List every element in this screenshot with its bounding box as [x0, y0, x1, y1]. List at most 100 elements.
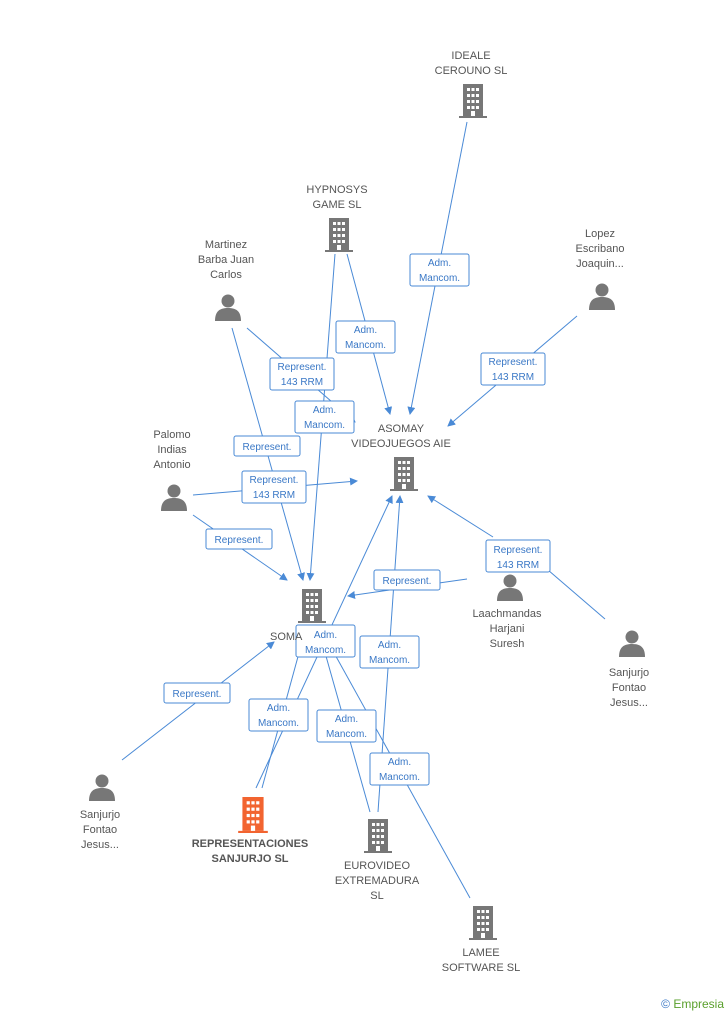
node-label: Carlos: [210, 269, 242, 281]
node-label: Sanjurjo: [609, 667, 649, 679]
svg-text:143 RRM: 143 RRM: [281, 377, 323, 388]
node-label: IDEALE: [451, 50, 490, 62]
svg-text:Adm.: Adm.: [428, 258, 451, 269]
person-icon: [619, 630, 645, 657]
svg-text:Adm.: Adm.: [267, 703, 290, 714]
svg-text:Represent.: Represent.: [278, 362, 327, 373]
svg-text:Mancom.: Mancom.: [419, 273, 460, 284]
node-label: Joaquin...: [576, 258, 624, 270]
svg-text:Adm.: Adm.: [335, 714, 358, 725]
svg-text:Mancom.: Mancom.: [345, 340, 386, 351]
node-label: Sanjurjo: [80, 809, 120, 821]
edge-label-e8: Represent.: [205, 528, 273, 550]
edge-line: [547, 569, 606, 620]
edge-line: [427, 495, 494, 538]
svg-text:Represent.: Represent.: [383, 576, 432, 587]
svg-text:Mancom.: Mancom.: [304, 420, 345, 431]
node-label: LAMEE: [462, 947, 499, 959]
svg-text:Adm.: Adm.: [388, 757, 411, 768]
brand-credit: © Empresia: [661, 997, 724, 1011]
node-label: EXTREMADURA: [335, 875, 420, 887]
node-label: Suresh: [490, 638, 525, 650]
node-label: REPRESENTACIONES: [192, 838, 309, 850]
svg-text:Mancom.: Mancom.: [369, 655, 410, 666]
node-lamee-software[interactable]: LAMEE SOFTWARE SL: [442, 906, 520, 974]
svg-text:143 RRM: 143 RRM: [497, 560, 539, 571]
building-icon: [390, 457, 418, 491]
person-icon: [497, 574, 523, 601]
node-label: Harjani: [490, 623, 525, 635]
building-icon: [364, 819, 392, 853]
edge-label-e1: Adm. Mancom.: [409, 253, 470, 287]
edge-label-e6: Represent.: [233, 435, 301, 457]
svg-text:Mancom.: Mancom.: [379, 772, 420, 783]
edge-label-e9: Represent. 143 RRM: [485, 539, 551, 573]
building-icon: [469, 906, 497, 940]
svg-text:Adm.: Adm.: [378, 640, 401, 651]
building-icon: [325, 218, 353, 252]
svg-text:Mancom.: Mancom.: [258, 718, 299, 729]
node-sanjurjo-fontao-left[interactable]: Sanjurjo Fontao Jesus...: [80, 774, 120, 852]
node-label: Fontao: [83, 824, 117, 836]
edge-label-e15: Adm. Mancom.: [316, 709, 377, 743]
node-hypnosys-game[interactable]: HYPNOSYS GAME SL: [306, 184, 368, 252]
edge-label-e2: Adm. Mancom.: [335, 320, 396, 354]
node-sanjurjo-fontao-right[interactable]: Sanjurjo Fontao Jesus...: [609, 630, 649, 710]
node-label: SOMA: [270, 631, 303, 643]
svg-text:Adm.: Adm.: [354, 325, 377, 336]
svg-text:Represent.: Represent.: [250, 475, 299, 486]
svg-text:Represent.: Represent.: [489, 357, 538, 368]
node-label: ASOMAY: [378, 423, 425, 435]
node-label: Fontao: [612, 682, 646, 694]
edge-label-e14: Adm. Mancom.: [248, 698, 309, 732]
svg-text:Mancom.: Mancom.: [305, 645, 346, 656]
edge-label-e3: Represent. 143 RRM: [269, 357, 335, 391]
svg-text:Represent.: Represent.: [243, 442, 292, 453]
edge-label-e12: Adm. Mancom.: [359, 635, 420, 669]
svg-text:Represent.: Represent.: [494, 545, 543, 556]
node-label: SANJURJO SL: [211, 853, 288, 865]
node-label: Barba Juan: [198, 254, 254, 266]
node-eurovideo-extremadura[interactable]: EUROVIDEO EXTREMADURA SL: [335, 819, 420, 902]
node-label: SOFTWARE SL: [442, 962, 520, 974]
node-soma[interactable]: SOMA: [270, 589, 326, 643]
edge-label-e13: Represent.: [163, 682, 231, 704]
person-icon: [215, 294, 241, 321]
node-asomay-videojuegos[interactable]: ASOMAY VIDEOJUEGOS AIE: [351, 423, 451, 491]
node-label: Laachmandas: [472, 608, 542, 620]
svg-text:Adm.: Adm.: [313, 405, 336, 416]
node-label: CEROUNO SL: [435, 65, 508, 77]
copyright-symbol: ©: [661, 997, 670, 1011]
building-icon: [298, 589, 326, 623]
svg-text:Mancom.: Mancom.: [326, 729, 367, 740]
building-icon: [459, 84, 487, 118]
node-label: Lopez: [585, 228, 615, 240]
edge-label-e5: Represent. 143 RRM: [480, 352, 546, 386]
node-palomo-indias[interactable]: Palomo Indias Antonio: [153, 429, 191, 511]
node-label: GAME SL: [313, 199, 362, 211]
node-ideale-cerouno[interactable]: IDEALE CEROUNO SL: [435, 50, 508, 118]
node-representaciones-sanjurjo[interactable]: REPRESENTACIONES SANJURJO SL: [192, 797, 309, 865]
node-martinez-barba[interactable]: Martinez Barba Juan Carlos: [198, 239, 254, 321]
node-label: Escribano: [576, 243, 625, 255]
svg-text:Represent.: Represent.: [173, 689, 222, 700]
person-icon: [589, 283, 615, 310]
brand-name: Empresia: [673, 997, 724, 1011]
node-laachmandas-harjani[interactable]: Laachmandas Harjani Suresh: [472, 574, 542, 651]
svg-text:Adm.: Adm.: [314, 630, 337, 641]
edge-label-e16: Adm. Mancom.: [369, 752, 430, 786]
node-label: Jesus...: [81, 839, 119, 851]
node-label: Indias: [157, 444, 187, 456]
node-lopez-escribano[interactable]: Lopez Escribano Joaquin...: [576, 228, 625, 310]
node-label: SL: [370, 890, 383, 902]
node-label: Antonio: [153, 459, 190, 471]
person-icon: [161, 484, 187, 511]
node-label: VIDEOJUEGOS AIE: [351, 438, 451, 450]
edge-label-e11: Adm. Mancom.: [295, 624, 356, 658]
edge-label-e4: Adm. Mancom.: [294, 400, 355, 434]
edge-label-e7: Represent. 143 RRM: [241, 470, 307, 504]
node-label: Jesus...: [610, 697, 648, 709]
node-label: EUROVIDEO: [344, 860, 410, 872]
svg-text:Represent.: Represent.: [215, 535, 264, 546]
svg-text:143 RRM: 143 RRM: [492, 372, 534, 383]
